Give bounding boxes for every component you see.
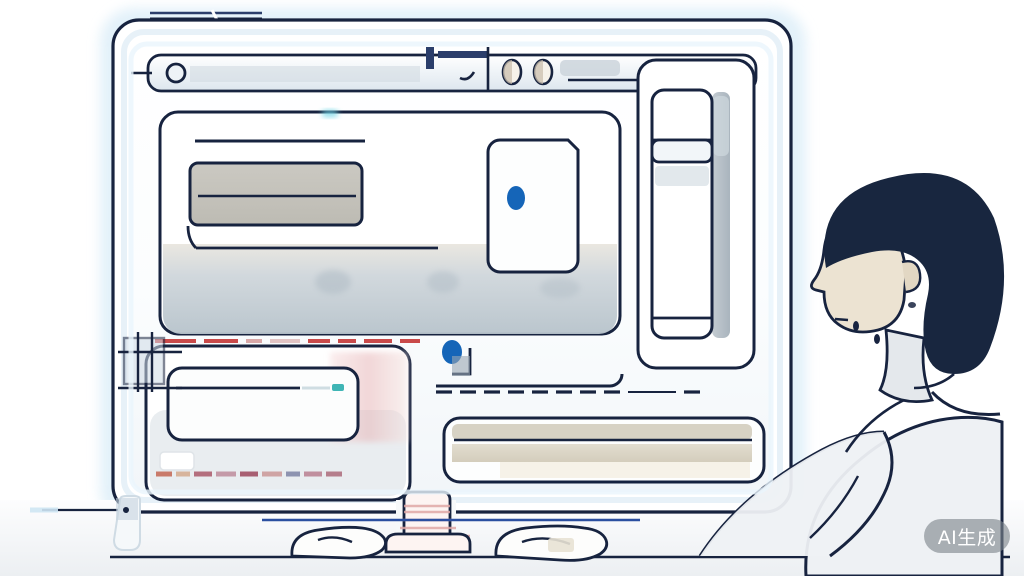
panel-top-edge xyxy=(436,373,624,388)
bottom-left-white-chip xyxy=(159,451,195,471)
toolbar-shade xyxy=(190,66,420,82)
band-smudge-3 xyxy=(540,278,580,298)
person-shoulder-seam xyxy=(844,398,905,453)
ai-watermark-label: AI生成 xyxy=(937,526,997,549)
toolbar[interactable] xyxy=(131,47,758,93)
oval-icon-2[interactable] xyxy=(532,58,554,86)
sidebar-scroll-thumb[interactable] xyxy=(713,96,729,156)
band-smudge-2 xyxy=(427,271,459,293)
person-neck xyxy=(878,328,935,404)
bottom-right-gray-chip xyxy=(452,356,470,376)
sidebar-item-row-3[interactable] xyxy=(655,166,709,186)
cyan-blip xyxy=(322,110,338,117)
person-sleeve-crease xyxy=(809,475,860,539)
record-circle-icon[interactable] xyxy=(165,62,187,84)
content-card-frame[interactable] xyxy=(486,138,580,274)
person-hair xyxy=(824,173,1005,374)
person-arm-outline-2 xyxy=(829,431,894,558)
card-teal-chip xyxy=(332,384,344,391)
card-status-dot xyxy=(507,186,525,210)
hands xyxy=(290,524,609,562)
long-rule-hook xyxy=(186,225,198,249)
bottom-right-bar xyxy=(452,424,752,440)
left-hand-thumb xyxy=(317,536,353,544)
person-cheek-mark xyxy=(908,302,916,308)
sidebar xyxy=(636,58,756,370)
ai-watermark-badge: AI生成 xyxy=(924,519,1010,553)
left-hand xyxy=(290,525,387,560)
content-card[interactable] xyxy=(486,138,580,274)
oval-icon-1[interactable] xyxy=(501,58,523,86)
sidebar-item-row-2[interactable] xyxy=(650,138,714,164)
person-brow xyxy=(834,317,849,322)
person-eye xyxy=(853,321,859,331)
person-mouth xyxy=(874,334,880,344)
person-ear xyxy=(901,260,922,294)
mouse-chip xyxy=(548,538,574,552)
bottom-right-bar-2 xyxy=(452,444,752,462)
monitor-stand xyxy=(262,490,640,554)
person-collar xyxy=(930,390,1001,417)
person-hair-neckline xyxy=(913,373,955,390)
tab-field[interactable] xyxy=(426,47,490,92)
bottom-left-panel xyxy=(118,332,420,502)
screen-glow-overlay xyxy=(128,41,774,495)
band-smudge-1 xyxy=(315,270,351,294)
stand-base xyxy=(384,532,472,554)
gray-block xyxy=(188,161,364,227)
bottom-left-card[interactable] xyxy=(166,366,360,442)
person-arm-fill xyxy=(700,432,895,556)
bottom-right-panel xyxy=(436,340,766,484)
toolbar-right-chip[interactable] xyxy=(560,60,620,76)
left-stand-cable xyxy=(112,495,141,551)
bottom-right-bar-3 xyxy=(500,462,750,478)
sidebar-list xyxy=(650,88,714,340)
